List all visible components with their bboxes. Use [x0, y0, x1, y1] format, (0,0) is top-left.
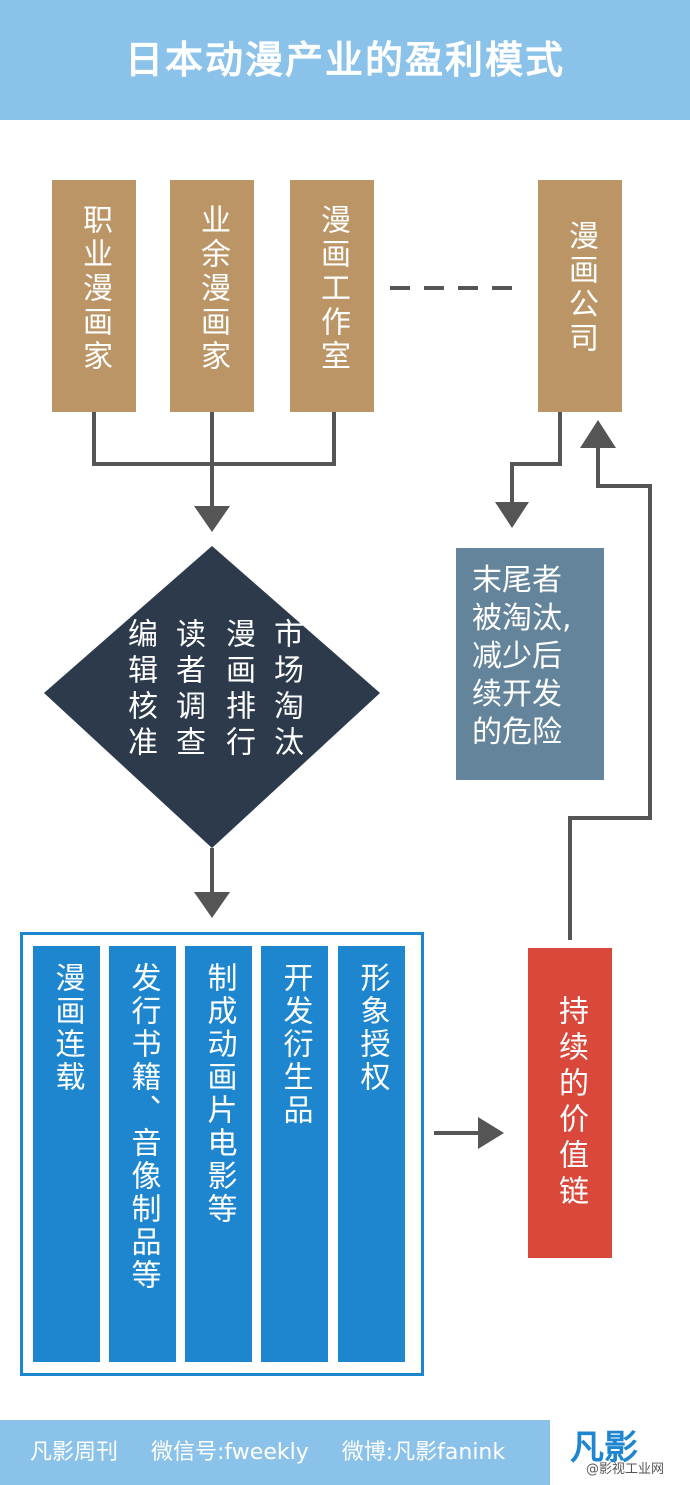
risk-line: 被淘汰,	[472, 601, 572, 636]
arrowhead-to-company	[580, 420, 616, 448]
company-label: 漫画公司	[563, 220, 598, 356]
watermark-text: @影视工业网	[586, 1462, 665, 1477]
footer-brand: 凡影周刊	[30, 1440, 119, 1465]
source-label: 业余漫画家	[195, 204, 230, 374]
arrowhead-to-risk	[495, 502, 529, 528]
screening-editor: 编辑核准	[122, 618, 157, 762]
product-merchandise: 开发衍生品	[261, 946, 328, 1362]
screening-market: 市场淘汰	[268, 618, 303, 762]
source-label: 漫画工作室	[315, 204, 350, 374]
value-chain-box: 持续的价值链	[528, 948, 612, 1258]
risk-line: 末尾者	[472, 563, 562, 598]
product-label: 开发衍生品	[277, 962, 313, 1127]
footer-wechat: 微信号:fweekly	[151, 1440, 309, 1465]
company-box: 漫画公司	[538, 180, 622, 412]
product-books-media: 发行书籍、音像制品等	[109, 946, 176, 1362]
arrowhead-to-diamond	[194, 506, 230, 532]
risk-line: 的危险	[472, 715, 562, 750]
source-box-studio: 漫画工作室	[290, 180, 374, 412]
product-anime-film: 制成动画片电影等	[185, 946, 252, 1362]
arrowhead-to-products	[194, 892, 230, 918]
screening-ranking: 漫画排行	[220, 618, 255, 762]
product-label: 发行书籍、音像制品等	[125, 962, 161, 1292]
logo-area	[550, 1420, 690, 1485]
arrowhead-to-value-chain	[478, 1117, 504, 1149]
source-box-amateur: 业余漫画家	[170, 180, 254, 412]
brand-logo: 凡影	[570, 1428, 638, 1468]
footer-weibo: 微博:凡影fanink	[341, 1440, 506, 1465]
source-box-pro: 职业漫画家	[52, 180, 136, 412]
product-serialization: 漫画连载	[33, 946, 100, 1362]
risk-line: 减少后	[472, 639, 562, 674]
header-bar	[0, 0, 690, 120]
product-label: 形象授权	[354, 962, 390, 1094]
risk-line: 续开发	[472, 677, 562, 712]
screening-survey: 读者调查	[170, 618, 205, 762]
product-licensing: 形象授权	[338, 946, 405, 1362]
risk-note-box: 末尾者 被淘汰, 减少后 续开发 的危险	[456, 548, 604, 780]
page-title: 日本动漫产业的盈利模式	[124, 38, 565, 82]
source-label: 职业漫画家	[77, 204, 112, 374]
value-chain-label: 持续的价值链	[553, 995, 588, 1211]
footer-info: 凡影周刊 微信号:fweekly 微博:凡影fanink	[30, 1420, 531, 1485]
product-label: 漫画连载	[49, 962, 85, 1094]
screening-diamond	[44, 546, 380, 848]
product-label: 制成动画片电影等	[201, 962, 237, 1226]
